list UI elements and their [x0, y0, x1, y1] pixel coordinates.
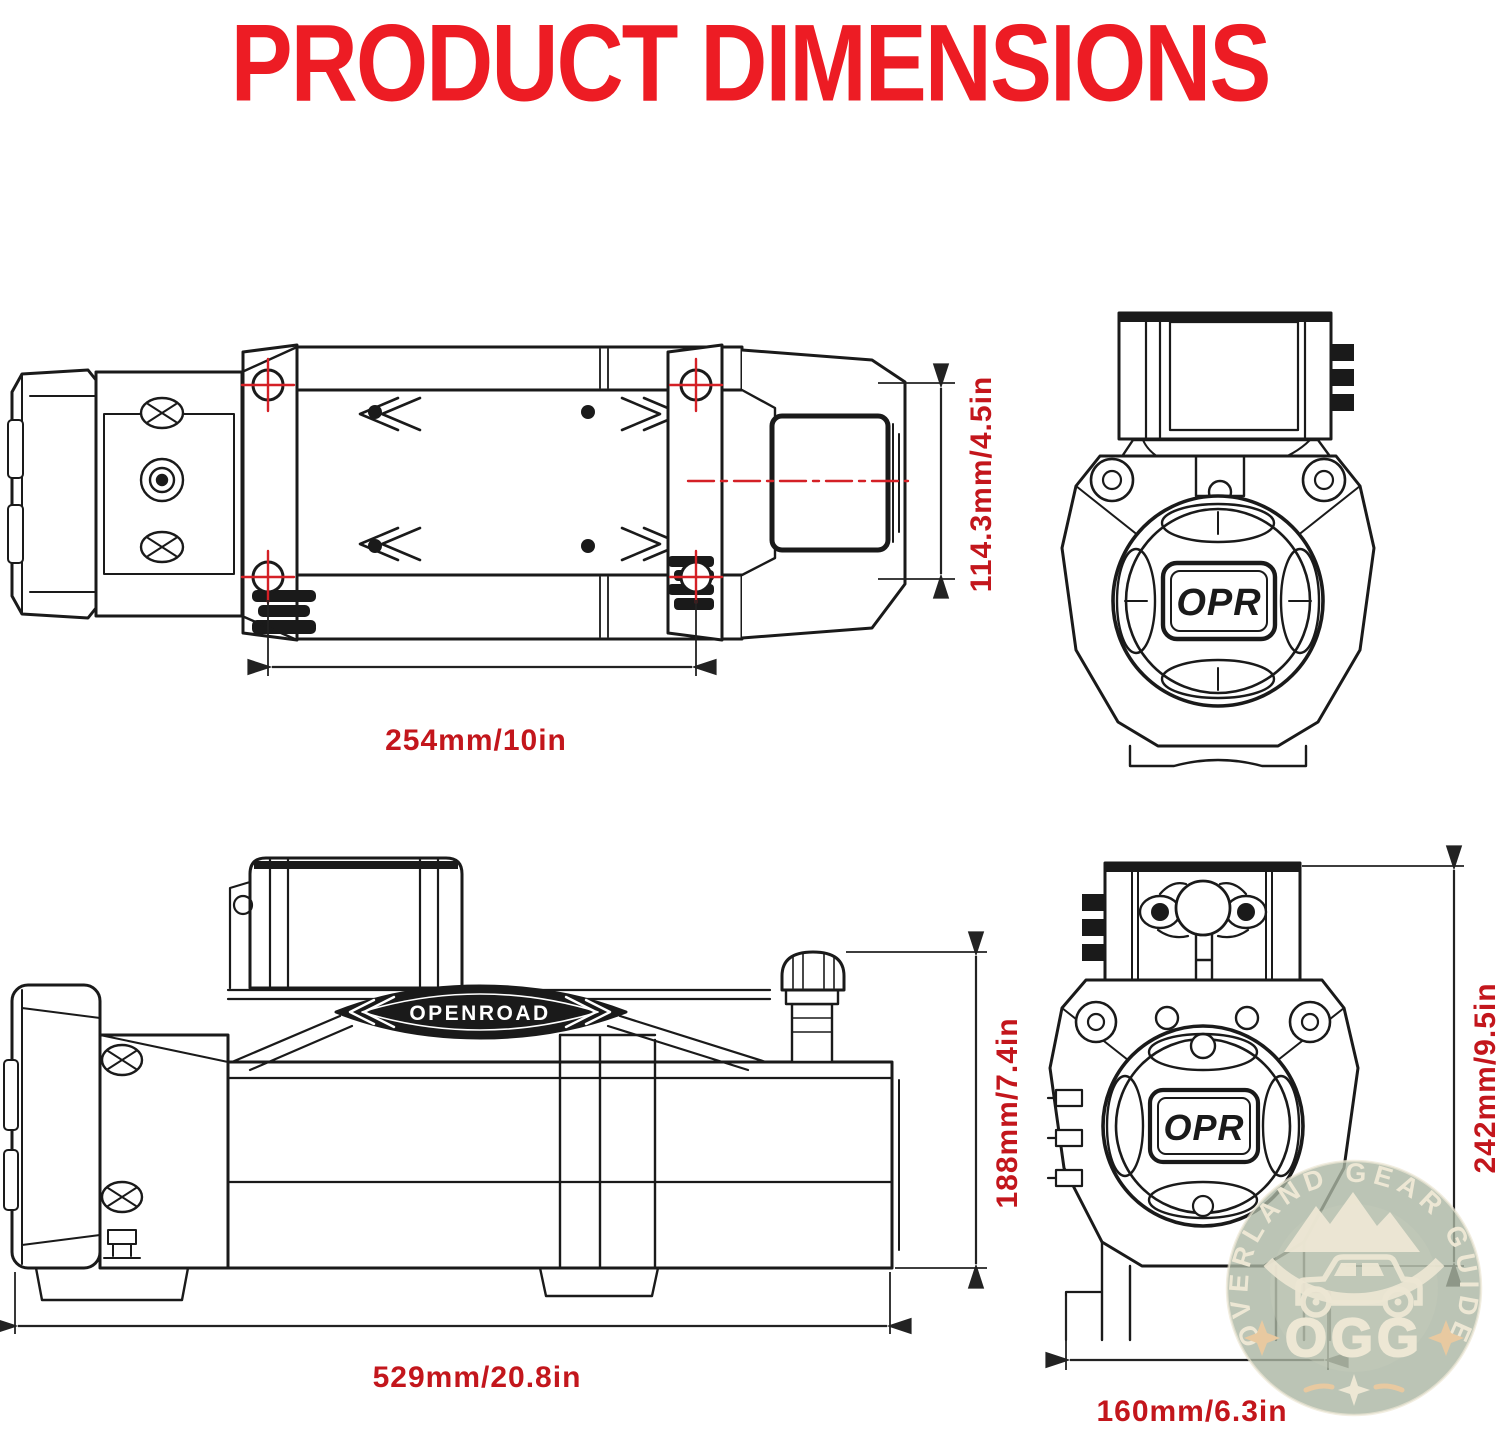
- dim-label-top-height: 114.3mm/4.5in: [965, 375, 998, 593]
- star-icon: [1428, 1320, 1464, 1356]
- dim-label-side-length: 529mm/20.8in: [372, 1361, 582, 1394]
- bottom-dash-left: [1303, 1383, 1335, 1393]
- front-view-drawing: OPR: [1060, 311, 1376, 768]
- watermark-abbr-text: OGG: [1285, 1308, 1423, 1368]
- truck-icon: [1295, 1254, 1423, 1318]
- side-view-drawing: OPENROAD: [3, 856, 900, 1302]
- star-icon: [1244, 1320, 1280, 1356]
- side-badge-text: OPENROAD: [409, 1002, 550, 1025]
- mountain-icon: [1284, 1192, 1420, 1252]
- dim-label-rear-height: 242mm/9.5in: [1469, 982, 1500, 1174]
- rear-view-drawing: OPR: [1046, 861, 1360, 1342]
- dim-label-rear-width: 160mm/6.3in: [1096, 1395, 1288, 1428]
- drum-logo-text: OPR: [1176, 582, 1261, 624]
- dim-label-side-height: 188mm/7.4in: [991, 1017, 1024, 1209]
- road-arc: [1263, 1257, 1445, 1306]
- watermark-badge: OVERLAND GEAR GUIDE OGG: [1223, 1158, 1483, 1417]
- drum-logo-text: OPR: [1163, 1107, 1244, 1148]
- page-title: PRODUCT DIMENSIONS: [230, 1, 1272, 124]
- top-view-drawing: [7, 343, 910, 642]
- dim-label-top-width: 254mm/10in: [385, 724, 567, 757]
- brand-badge: OPENROAD: [334, 984, 628, 1040]
- star-icon: [1338, 1374, 1370, 1406]
- bolt-crosshair-icon: [240, 357, 724, 605]
- bottom-dash-right: [1373, 1383, 1405, 1393]
